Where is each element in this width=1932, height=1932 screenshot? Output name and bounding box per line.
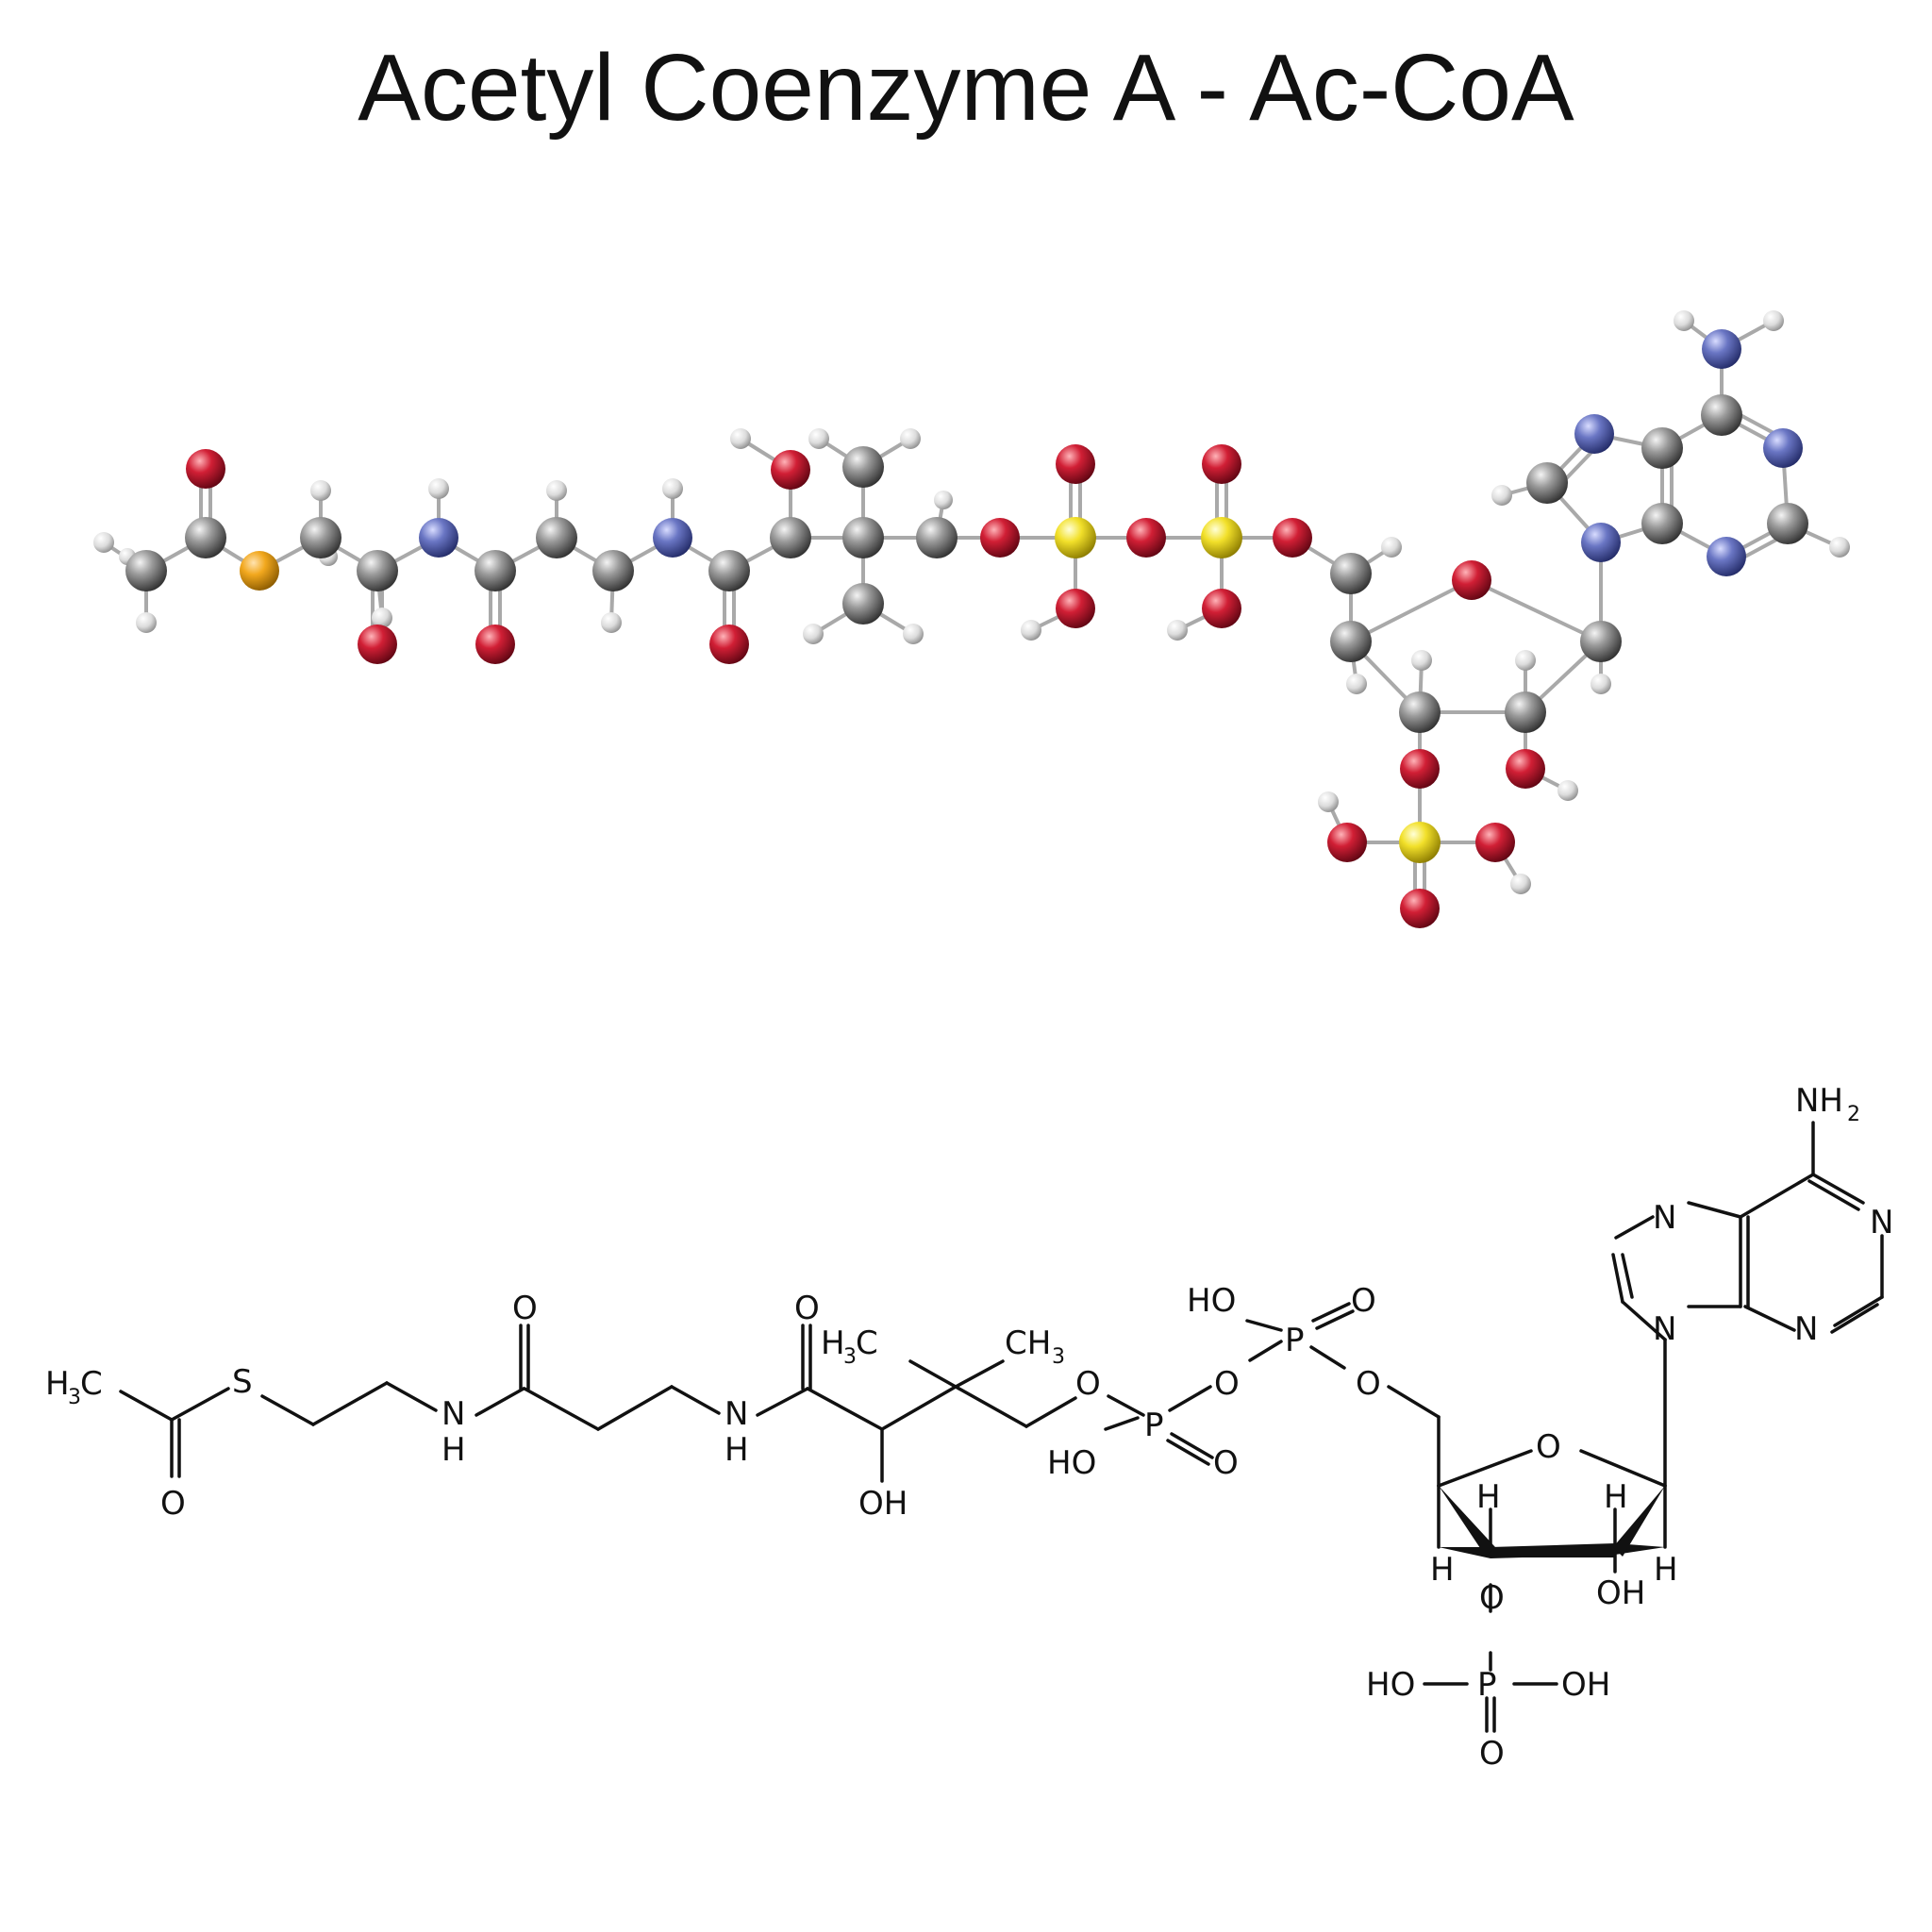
h3c-mid-label: H xyxy=(821,1324,845,1362)
p3-double-o-label: O xyxy=(1479,1735,1505,1773)
phosphorus-1-label: P xyxy=(1144,1407,1164,1444)
p1-ho-label: HO xyxy=(1047,1444,1096,1482)
amide-n1-h-label: H xyxy=(441,1431,466,1469)
pantoate-oh-label: OH xyxy=(858,1485,908,1523)
ch3-label: CH xyxy=(1005,1324,1051,1362)
ribose-o-c3-label: O xyxy=(1479,1579,1505,1617)
sulfur-label: S xyxy=(232,1363,253,1401)
skeletal-atom-labels: H 3 C S O N H O N H O OH H 3 C CH 3 O P … xyxy=(45,1082,1893,1773)
amide-n2-label: N xyxy=(724,1395,748,1433)
ribose-oh-c2-label: OH xyxy=(1596,1574,1645,1612)
ribose-ring-o-label: O xyxy=(1536,1428,1561,1466)
ribose-h-c3-label: H xyxy=(1430,1551,1455,1589)
phosphorus-2-label: P xyxy=(1285,1322,1305,1359)
ribose-h-c2-label: H xyxy=(1604,1478,1628,1516)
page-title: Acetyl Coenzyme A - Ac-CoA xyxy=(358,35,1574,141)
amide-n1-label: N xyxy=(441,1395,465,1433)
skeletal-bonds xyxy=(119,1121,1884,1733)
p2-ester-o-label: O xyxy=(1356,1365,1381,1403)
amide-n2-h-label: H xyxy=(724,1431,749,1469)
p2-ho-label: HO xyxy=(1187,1282,1236,1320)
p1-double-o-label: O xyxy=(1213,1444,1239,1482)
atoms xyxy=(93,310,1850,928)
h3c-sub: 3 xyxy=(68,1386,81,1409)
amine-sub-label: 2 xyxy=(1847,1103,1860,1126)
p2-double-o-label: O xyxy=(1351,1282,1376,1320)
p3-ho-label: HO xyxy=(1366,1666,1415,1704)
ch3-sub: 3 xyxy=(1052,1345,1065,1369)
phosphorus-3-label: P xyxy=(1477,1666,1497,1704)
ester-o-label: O xyxy=(1075,1365,1101,1403)
h3c-label: H xyxy=(45,1365,70,1403)
ribose-h-c4-label: H xyxy=(1476,1478,1501,1516)
amine-nh-label: NH xyxy=(1795,1082,1843,1120)
adenine-n1-label: N xyxy=(1870,1204,1893,1241)
p3-oh-label: OH xyxy=(1561,1666,1610,1704)
ball-and-stick-model xyxy=(93,310,1850,928)
h3c-c-label: C xyxy=(80,1365,103,1403)
h3c-mid-sub: 3 xyxy=(843,1345,857,1369)
adenine-n9-label: N xyxy=(1653,1310,1676,1348)
adenine-n3-label: N xyxy=(1794,1310,1818,1348)
ribose-h-c1-label: H xyxy=(1654,1551,1678,1589)
h3c-mid-c-label: C xyxy=(856,1324,878,1362)
adenine-n7-label: N xyxy=(1653,1199,1676,1237)
amide-o1-label: O xyxy=(512,1290,538,1327)
bridge-o-label: O xyxy=(1214,1365,1240,1403)
thioester-o-label: O xyxy=(160,1485,186,1523)
amide-o2-label: O xyxy=(794,1290,820,1327)
